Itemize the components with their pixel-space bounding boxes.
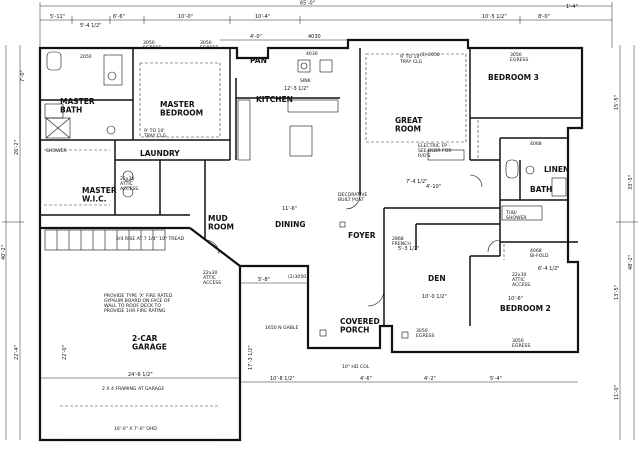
dim-right-3: 48'-2" [628,255,634,270]
note-garage-door: 16'-0" X 7'-0" OHD [114,426,157,432]
dim-dining: 11'-6" [282,206,297,212]
bottom-dimension-lines [40,282,578,383]
room-dining: DINING [275,220,306,229]
dim-bottom-3: 10'-8 1/2" [270,376,295,382]
callout-dining-window: (2)3050 [288,274,306,280]
room-bath: BATH [530,185,552,194]
dim-top-6: 10'-5 1/2" [482,14,507,20]
note-sink: SINK [300,78,312,84]
top-dimension-lines [39,2,613,48]
dim-top-2: 5'-4 1/2" [80,23,101,29]
garage-stairs [44,229,166,251]
note-shower: SHOWER [46,148,67,154]
dim-right-2: 33'-5" [628,175,634,190]
fixtures [44,51,567,441]
dim-top-1: 5'-11" [50,14,65,20]
dim-kitchen: 12'-3 1/2" [284,86,309,92]
note-framing: 2 X 4 FRAMING AT GARAGE [102,386,164,392]
dim-right-6: 1'-4" [566,4,578,10]
dim-top-4: 10'-0" [178,14,193,20]
note-gr-tray: 9' TO 10'TRAY CLG [399,54,423,65]
exterior-walls [38,38,584,442]
dim-bottom-2: 5'-8" [258,277,270,283]
dim-den-b: 10'-0 1/2" [422,294,447,300]
dim-top-5: 10'-4" [255,14,270,20]
dim-garage-depth: 22'-0" [62,345,68,360]
dim-left-2: 26'-2" [14,140,20,155]
note-tub-shower: TUB/SHOWER [505,210,527,221]
dim-right-1: 15'-5" [614,95,620,110]
dim-great-room: 4'-10" [426,184,441,190]
note-mb-tray: 9' TO 10'TRAY CLG [143,128,167,139]
dim-left-1: 7'-0" [20,70,26,82]
room-kitchen: KITCHEN [256,95,293,104]
dim-bottom-4: 4'-6" [360,376,372,382]
dim-bottom-1: 24'-6 1/2" [128,372,153,378]
room-linen: LINEN [544,165,569,174]
note-rise: 2/4 RISE AT 7 1/4" 10" TREAD [116,236,185,242]
dim-top-3: 6'-6" [113,14,125,20]
dim-second-1: 4'-0" [250,34,262,40]
side-dimension-lines [2,45,638,440]
room-den: DEN [428,274,446,283]
note-gable: 1650 N GABLE [265,325,298,331]
note-column: 10" HD COL [342,364,370,370]
dim-foyer: 7'-4 1/2" [406,179,427,185]
callout-great-room-windows: (3)-2050 [420,52,440,58]
dim-bottom-6: 5'-4" [490,376,502,382]
room-laundry: LAUNDRY [140,149,180,158]
dim-overall-width: 65'-0" [300,1,315,7]
dim-right-5: 11'-0" [614,385,620,400]
callout-great-room-slider: 4068 [530,141,542,147]
dim-bottom-5: 4'-2" [424,376,436,382]
dim-garage-inner: 17'-3 1/2" [248,345,254,370]
dim-bedroom-2: 10'-6" [508,296,523,302]
callout-master-bath-window: 2050 [80,54,92,60]
dim-top-7: 8'-0" [538,14,550,20]
room-foyer: FOYER [348,231,376,240]
room-bedroom-2: BEDROOM 2 [500,304,551,313]
dim-right-4: 13'-5" [614,285,620,300]
dim-left-3: 40'-2" [1,245,7,260]
room-pantry: PAN [250,56,267,65]
dim-second-2: 4030 [308,34,321,40]
dim-den-a: 5'-3 1/2" [398,246,419,252]
dim-left-4: 22'-4" [14,345,20,360]
callout-kitchen-window: 4030 [306,51,318,57]
room-bedroom-3: BEDROOM 3 [488,73,539,82]
interior-walls [40,48,582,326]
dim-bath: 6'-4 1/2" [538,266,559,272]
